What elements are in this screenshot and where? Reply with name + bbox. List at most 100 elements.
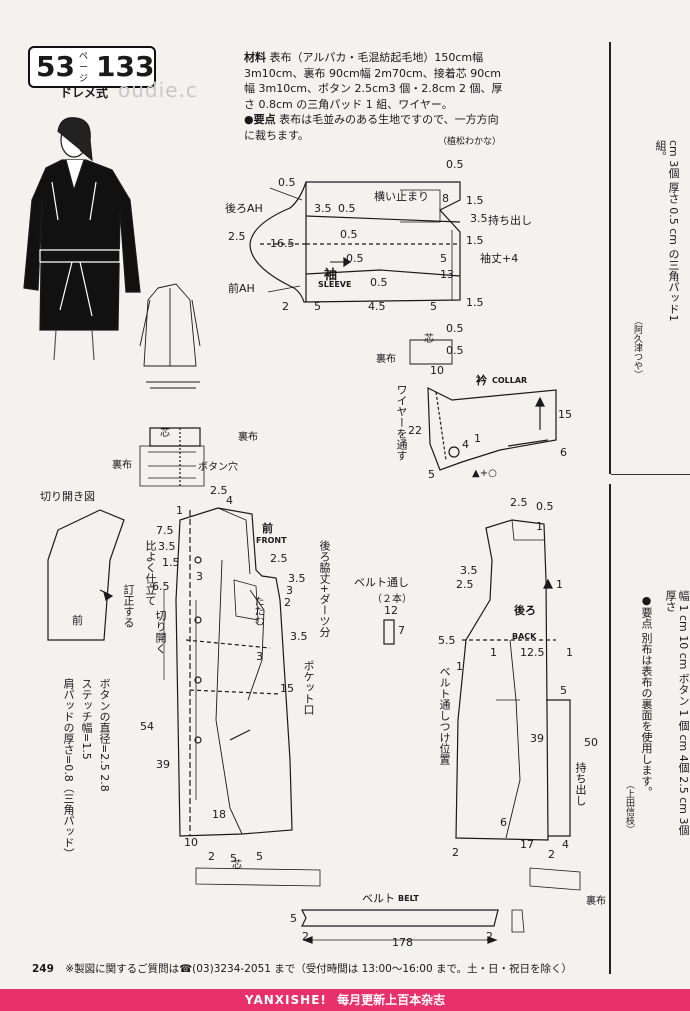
page-ref-prefix: ページ xyxy=(79,52,89,84)
back-dim: 3.5 xyxy=(460,564,478,577)
back-dim: 6 xyxy=(500,816,507,829)
back-dim: 39 xyxy=(530,732,544,745)
front-open-note: 切り開く xyxy=(154,610,167,654)
coat-illustration xyxy=(23,117,141,361)
back-dim: 5.5 xyxy=(438,634,456,647)
back-pattern xyxy=(455,519,571,841)
front-back-side-note: 後ろ脇丈+ダーツ分 xyxy=(318,540,331,638)
front-dim: 2.5 xyxy=(210,484,228,497)
back-dim: 12.5 xyxy=(520,646,545,659)
front-hinge-note: 比よく仕立て xyxy=(144,540,157,606)
collar-dim: 15 xyxy=(558,408,572,421)
detail-buttonhole: ボタン穴 xyxy=(198,462,238,473)
key-point-text: 表布は毛並みのある生地ですので、一方方向に裁ちます。 xyxy=(244,113,499,142)
front-dim: 3 xyxy=(196,570,203,583)
sleeve-dim: 1.5 xyxy=(466,296,484,309)
back-title-en: BACK xyxy=(512,632,537,641)
belt-lining: 裏布 xyxy=(586,896,606,907)
cutaway-title: 切り開き図 xyxy=(40,490,95,503)
collar-dim: 5 xyxy=(428,468,435,481)
front-dim: 2 xyxy=(284,596,291,609)
front-dim: 1.5 xyxy=(162,556,180,569)
key-point-label: ●要点 xyxy=(244,113,276,126)
belt-loop-count: （２本） xyxy=(372,594,412,605)
collar-core: 芯 xyxy=(424,334,434,345)
front-dim: 6.5 xyxy=(152,580,170,593)
front-pocket-note: ポケット口 xyxy=(302,660,315,715)
sleeve-dim: 5 xyxy=(440,252,447,265)
front-dim: 15 xyxy=(280,682,294,695)
sleeve-dim: 16.5 xyxy=(270,237,295,250)
shoulder-pad-note: 肩パッドの厚さ=0.8（三角パッド） xyxy=(62,678,75,859)
sleeve-title-en: SLEEVE xyxy=(318,280,352,289)
method-label: ドレメ式 xyxy=(60,86,109,100)
footer: 249 ※製図に関するご質問は☎(03)3234-2051 まで（受付時間は 1… xyxy=(32,961,572,976)
collar-dim: 6 xyxy=(560,446,567,459)
back-title: 後ろ xyxy=(514,604,536,617)
back-dim: 2 xyxy=(452,846,459,859)
front-dim: 7.5 xyxy=(156,524,174,537)
collar-wire-note: ワイヤーを通す xyxy=(395,384,408,461)
sleeve-dim: 0.5 xyxy=(346,252,364,265)
cutaway-stitch-note: 訂正する xyxy=(122,584,135,628)
collar-dim: 22 xyxy=(408,424,422,437)
belt-title-en: BELT xyxy=(398,894,419,903)
detail-core: 芯 xyxy=(160,428,170,439)
back-dim: 1 xyxy=(536,520,543,533)
belt-loop-height: 7 xyxy=(398,624,405,637)
right-column-top-text: cm 3個 厚さ 0.5 cm の三角パッド1組。 xyxy=(654,140,680,322)
front-dim: 2.5 xyxy=(270,552,288,565)
detail-lining: 裏布 xyxy=(238,432,258,443)
detail-lining-2: 裏布 xyxy=(112,460,132,471)
sleeve-dim: 2.5 xyxy=(228,230,246,243)
sleeve-dim: 5 xyxy=(314,300,321,313)
front-dim: 39 xyxy=(156,758,170,771)
back-dim: 5 xyxy=(560,684,567,697)
belt-end-left: 2 xyxy=(302,930,309,943)
belt-width: 5 xyxy=(290,912,297,925)
belt-title: ベルト xyxy=(362,892,395,905)
sleeve-note-extension: 持ち出し xyxy=(488,214,532,227)
banner-brand: YANXISHE! xyxy=(244,993,327,1007)
sleeve-pattern xyxy=(249,181,461,303)
belt-core: 芯 xyxy=(232,860,242,871)
front-pattern xyxy=(163,507,293,837)
sleeve-front-ah: 前AH xyxy=(228,282,255,295)
back-dim: 1 xyxy=(490,646,497,659)
sleeve-back-ah: 後ろAH xyxy=(225,202,263,215)
sleeve-dim: 0.5 xyxy=(338,202,356,215)
model-number: 53 xyxy=(36,50,75,83)
sleeve-dim: 4.5 xyxy=(368,300,386,313)
belt-length: 178 xyxy=(392,936,413,949)
back-dim: 17 xyxy=(520,838,534,851)
collar-pattern xyxy=(409,339,557,471)
sleeve-dim: 13 xyxy=(440,268,454,281)
sleeve-note-top: 横い止まり xyxy=(374,190,429,203)
front-dim: 3.5 xyxy=(158,540,176,553)
front-dim: 54 xyxy=(140,720,154,733)
collar-lining: 裏布 xyxy=(376,354,396,365)
front-dim: 3.5 xyxy=(290,630,308,643)
back-belt-loop-position: ベルト通しつけ位置 xyxy=(438,666,451,765)
materials-label: 材料 xyxy=(244,51,266,64)
sleeve-dim: 2 xyxy=(282,300,289,313)
front-dim: 18 xyxy=(212,808,226,821)
front-dim: 4 xyxy=(226,494,233,507)
front-title-en: FRONT xyxy=(256,536,287,545)
sleeve-dim: 5 xyxy=(430,300,437,313)
column-divider xyxy=(609,42,611,474)
coat-back-sketch xyxy=(139,283,201,389)
belt-loop-pattern xyxy=(383,619,395,645)
back-dim: 2.5 xyxy=(456,578,474,591)
front-dim: 3 xyxy=(286,584,293,597)
back-dim: 1 xyxy=(456,660,463,673)
cutaway-front: 前 xyxy=(72,614,83,627)
designer-credit: （植松わかな） xyxy=(438,137,502,147)
sleeve-dim: 0.5 xyxy=(340,228,358,241)
seam-detail xyxy=(139,427,205,487)
front-dim: 5 xyxy=(256,850,263,863)
sleeve-dim: 0.5 xyxy=(370,276,388,289)
right-column-bottom-text: 幅 1 cm 10 cm ボタン 1 個 cm 4個 2.5 cm 3個 厚さ xyxy=(664,590,690,836)
sleeve-title: 袖 xyxy=(324,268,338,283)
